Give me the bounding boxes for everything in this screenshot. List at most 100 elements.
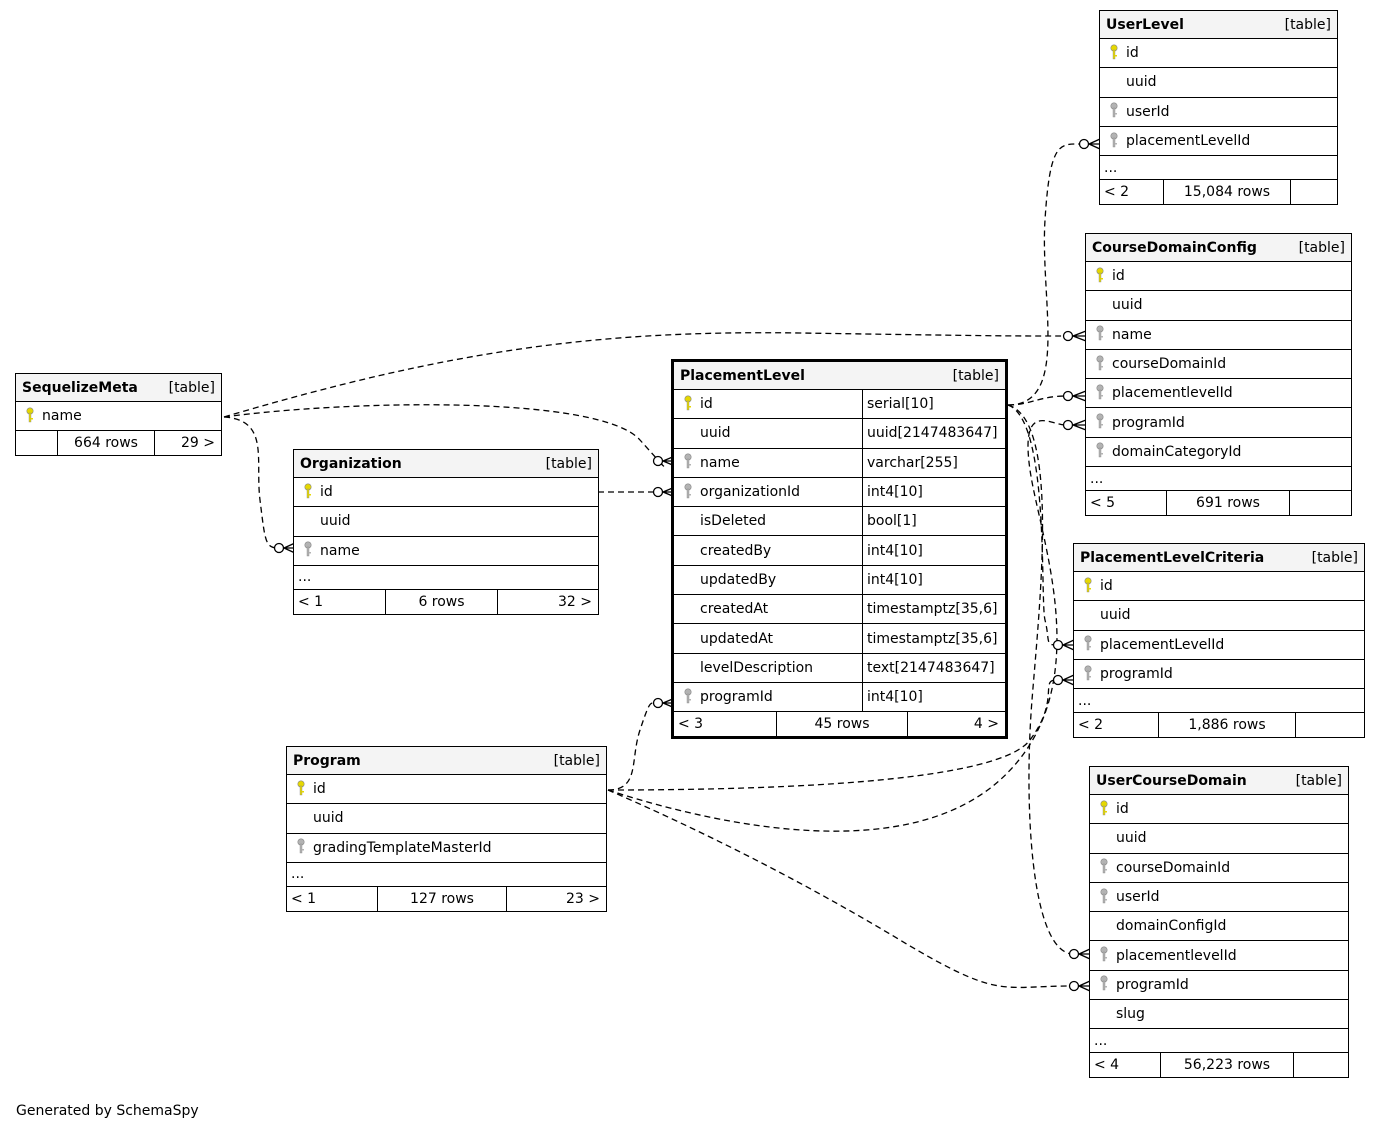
column-row[interactable]: id bbox=[1100, 39, 1337, 69]
more-columns-ellipsis: ... bbox=[1086, 467, 1351, 492]
child-count[interactable]: 29 > bbox=[181, 435, 215, 452]
column-name: userId bbox=[1116, 889, 1160, 906]
table-header: UserLevel[table] bbox=[1100, 11, 1337, 39]
child-count[interactable] bbox=[1294, 1053, 1348, 1077]
column-row[interactable]: id bbox=[294, 478, 598, 508]
child-count[interactable]: 23 > bbox=[566, 890, 600, 907]
child-count[interactable]: 32 > bbox=[558, 593, 592, 610]
column-row[interactable]: uuid bbox=[287, 804, 606, 834]
primary-key-icon bbox=[1090, 800, 1116, 819]
column-name: slug bbox=[1116, 1006, 1145, 1023]
foreign-key-icon bbox=[1086, 384, 1112, 403]
column-row[interactable]: courseDomainId bbox=[1090, 854, 1348, 883]
foreign-key-icon bbox=[674, 688, 700, 707]
column-name: courseDomainId bbox=[1116, 859, 1231, 876]
primary-key-icon bbox=[294, 483, 320, 502]
column-row[interactable]: id bbox=[1074, 572, 1364, 602]
more-columns-ellipsis: ... bbox=[287, 863, 606, 887]
column-row[interactable]: id bbox=[287, 775, 606, 805]
column-name: programId bbox=[1112, 414, 1185, 431]
parent-count[interactable]: < 1 bbox=[287, 886, 378, 911]
primary-key-icon bbox=[1100, 44, 1126, 63]
column-row[interactable]: uuid bbox=[1100, 68, 1337, 98]
parent-count[interactable]: < 3 bbox=[674, 712, 777, 737]
column-row[interactable]: placementLevelId bbox=[1100, 127, 1337, 157]
column-name: name bbox=[320, 542, 360, 559]
column-row[interactable]: uuid bbox=[1090, 824, 1348, 854]
column-row[interactable]: id bbox=[1090, 795, 1348, 825]
parent-count[interactable]: < 5 bbox=[1086, 491, 1167, 516]
child-count[interactable] bbox=[1296, 713, 1364, 737]
parent-count[interactable] bbox=[16, 431, 58, 456]
column-row[interactable]: placementlevelId bbox=[1090, 941, 1348, 971]
column-row[interactable]: placementLevelId bbox=[1074, 631, 1364, 660]
foreign-key-icon bbox=[1100, 102, 1126, 121]
child-count[interactable] bbox=[1290, 491, 1351, 515]
column-row[interactable]: id bbox=[1086, 262, 1351, 292]
column-row[interactable]: name bbox=[1086, 321, 1351, 350]
table-name: PlacementLevelCriteria bbox=[1080, 549, 1265, 566]
parent-count[interactable]: < 1 bbox=[294, 589, 386, 614]
child-count[interactable]: 4 > bbox=[973, 716, 999, 733]
column-row[interactable]: uuid bbox=[294, 507, 598, 537]
column-type: timestamptz[35,6] bbox=[862, 624, 1005, 653]
column-type: text[2147483647] bbox=[862, 653, 1005, 682]
column-name: id bbox=[700, 396, 713, 413]
column-row[interactable]: programId bbox=[1090, 971, 1348, 1001]
column-row[interactable]: courseDomainId bbox=[1086, 350, 1351, 380]
column-row[interactable]: userId bbox=[1100, 98, 1337, 127]
column-row[interactable]: name bbox=[16, 402, 221, 432]
column-name: domainCategoryId bbox=[1112, 443, 1242, 460]
parent-count[interactable]: < 2 bbox=[1100, 180, 1164, 205]
column-type: int4[10] bbox=[862, 477, 1005, 507]
table-name: Organization bbox=[300, 455, 402, 472]
column-row[interactable]: slug bbox=[1090, 1000, 1348, 1030]
primary-key-icon bbox=[1086, 267, 1112, 286]
column-row[interactable]: uuid bbox=[1086, 291, 1351, 321]
column-row[interactable]: userId bbox=[1090, 883, 1348, 913]
table-name: PlacementLevel bbox=[680, 367, 805, 384]
column-row[interactable]: gradingTemplateMasterId bbox=[287, 834, 606, 863]
foreign-key-icon bbox=[294, 541, 320, 560]
foreign-key-icon bbox=[1086, 325, 1112, 344]
column-row[interactable]: programId bbox=[1074, 660, 1364, 690]
primary-key-icon bbox=[674, 395, 700, 414]
column-row[interactable]: placementlevelId bbox=[1086, 379, 1351, 409]
column-name: isDeleted bbox=[700, 513, 767, 530]
column-name: name bbox=[1112, 326, 1152, 343]
child-count[interactable] bbox=[1291, 180, 1337, 204]
column-row[interactable]: domainConfigId bbox=[1090, 912, 1348, 942]
column-name: uuid bbox=[700, 425, 731, 442]
table-name: Program bbox=[293, 752, 361, 769]
column-row[interactable]: domainCategoryId bbox=[1086, 438, 1351, 468]
foreign-key-icon bbox=[1090, 858, 1116, 877]
column-row[interactable]: name bbox=[294, 537, 598, 566]
column-row[interactable]: uuid bbox=[1074, 601, 1364, 631]
column-row[interactable]: programId bbox=[1086, 408, 1351, 438]
parent-count[interactable]: < 2 bbox=[1074, 713, 1159, 738]
column-name: id bbox=[1112, 268, 1125, 285]
parent-count[interactable]: < 4 bbox=[1090, 1053, 1161, 1078]
